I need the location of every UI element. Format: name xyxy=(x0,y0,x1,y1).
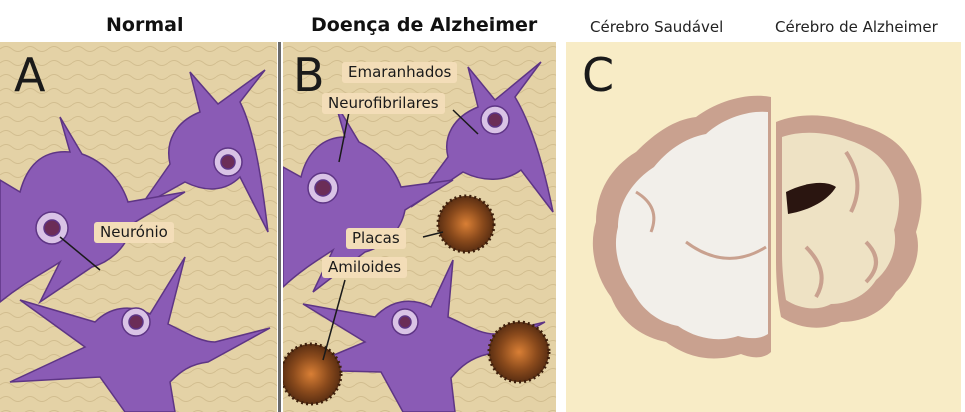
header-alzheimer: Doença de Alzheimer xyxy=(311,14,537,36)
panel-letter-a: A xyxy=(14,52,45,98)
panel-letter-b: B xyxy=(293,52,325,98)
amyloid-plaque-bottom-left xyxy=(283,344,341,404)
amyloid-plaque-center xyxy=(438,196,494,252)
panel-divider xyxy=(278,42,281,412)
label-tangles-line2: Neurofibrilares xyxy=(322,93,445,114)
label-plaques-line2: Amiloides xyxy=(322,257,407,278)
header-alzheimer-brain: Cérebro de Alzheimer xyxy=(775,18,938,36)
brain-sections-illustration xyxy=(566,42,961,412)
panel-c-brain-comparison xyxy=(566,42,961,412)
header-normal: Normal xyxy=(106,14,183,36)
label-neuron: Neurónio xyxy=(94,222,174,243)
label-plaques-line1: Placas xyxy=(346,228,406,249)
header-healthy-brain: Cérebro Saudável xyxy=(590,18,723,36)
label-tangles-line1: Emaranhados xyxy=(342,62,457,83)
panel-letter-c: C xyxy=(582,52,614,98)
amyloid-plaque-bottom-right xyxy=(489,322,549,382)
